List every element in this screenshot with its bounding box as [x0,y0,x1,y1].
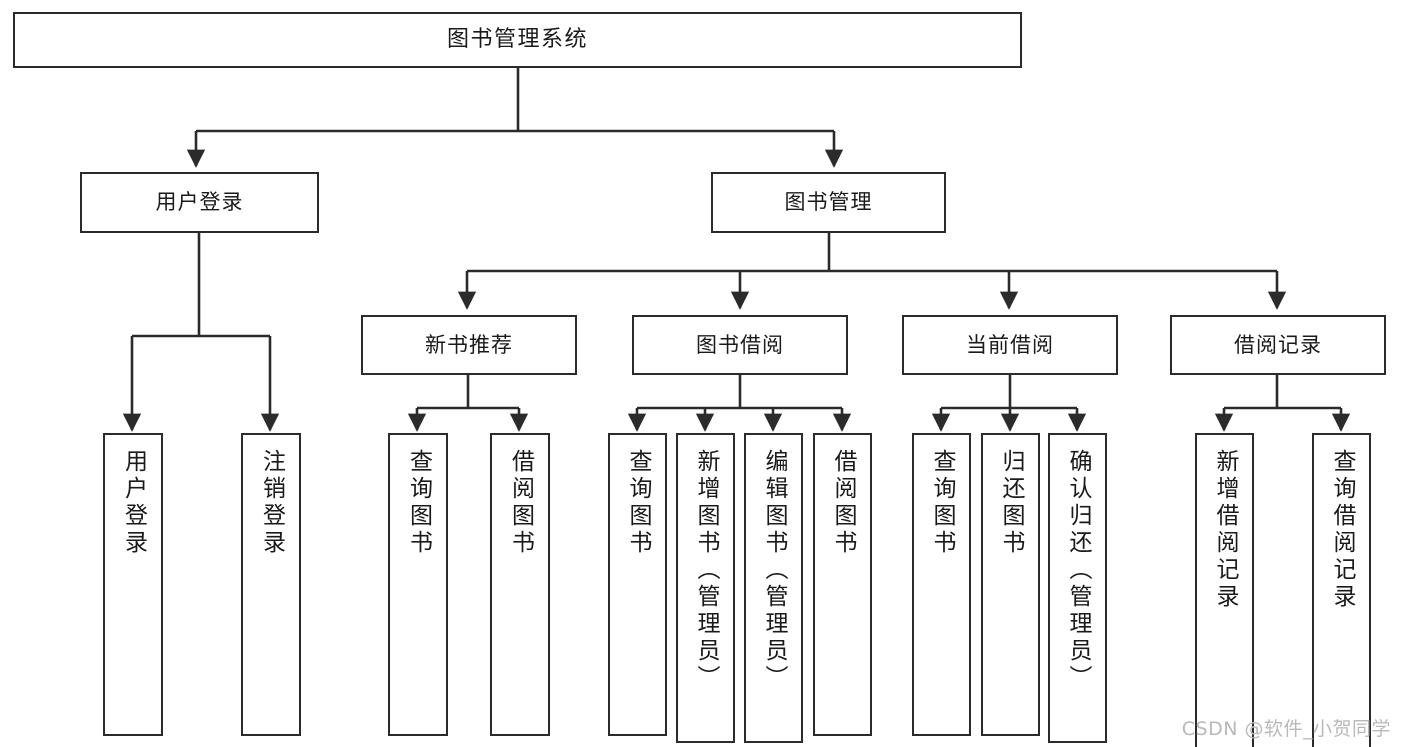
node-new-book-rec[interactable]: 新书推荐 [361,315,577,375]
leaf-edit-book[interactable]: 编辑图书（管理员） [744,433,803,743]
node-current-borrow[interactable]: 当前借阅 [902,315,1118,375]
leaf-confirm-return[interactable]: 确认归还（管理员） [1048,433,1107,743]
node-book-borrow-label: 图书借阅 [696,332,784,357]
leaf-add-record-label: 新增借阅记录 [1212,449,1238,611]
leaf-query-book-1-label: 查询图书 [405,449,432,557]
leaf-query-record-label: 查询借阅记录 [1329,449,1355,611]
leaf-return-book[interactable]: 归还图书 [981,433,1040,736]
leaf-logout[interactable]: 注销登录 [241,433,301,736]
leaf-query-book-2[interactable]: 查询图书 [608,433,667,736]
node-book-borrow[interactable]: 图书借阅 [632,315,848,375]
node-new-book-rec-label: 新书推荐 [425,332,513,357]
leaf-confirm-return-label: 确认归还（管理员） [1065,449,1091,692]
leaf-query-record[interactable]: 查询借阅记录 [1312,433,1371,747]
node-borrow-record-label: 借阅记录 [1234,332,1322,357]
leaf-borrow-book-2-label: 借阅图书 [830,449,856,557]
leaf-query-book-1[interactable]: 查询图书 [388,433,448,736]
leaf-user-login[interactable]: 用户登录 [103,433,163,736]
leaf-add-book-label: 新增图书（管理员） [693,449,719,692]
leaf-return-book-label: 归还图书 [998,449,1024,557]
leaf-edit-book-label: 编辑图书（管理员） [761,449,787,692]
leaf-user-login-label: 用户登录 [120,449,147,557]
leaf-query-book-3[interactable]: 查询图书 [912,433,971,736]
node-book-admin-label: 图书管理 [784,190,873,215]
node-current-borrow-label: 当前借阅 [966,332,1054,357]
node-root-label: 图书管理系统 [446,27,588,53]
node-root[interactable]: 图书管理系统 [13,12,1022,68]
leaf-borrow-book-1-label: 借阅图书 [507,449,534,557]
leaf-query-book-3-label: 查询图书 [929,449,955,557]
leaf-borrow-book-2[interactable]: 借阅图书 [813,433,872,736]
node-book-admin[interactable]: 图书管理 [711,172,946,233]
leaf-add-book[interactable]: 新增图书（管理员） [676,433,735,743]
leaf-query-book-2-label: 查询图书 [625,449,651,557]
node-user-login[interactable]: 用户登录 [80,172,319,233]
leaf-borrow-book-1[interactable]: 借阅图书 [490,433,550,736]
node-borrow-record[interactable]: 借阅记录 [1170,315,1386,375]
csdn-watermark: CSDN @软件_小贺同学 [1181,718,1391,740]
leaf-logout-label: 注销登录 [258,449,285,557]
node-user-login-label: 用户登录 [155,190,244,215]
leaf-add-record[interactable]: 新增借阅记录 [1195,433,1254,747]
